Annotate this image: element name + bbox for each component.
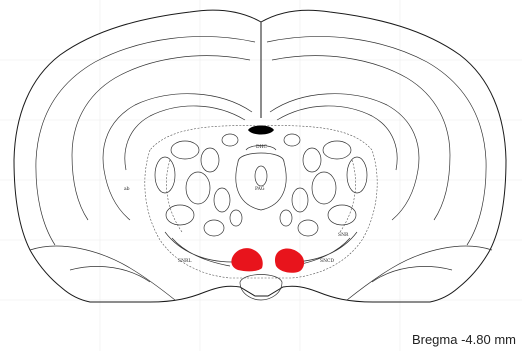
right-hippocampus-arc-2	[277, 106, 397, 170]
left-peduncle	[165, 232, 232, 266]
left-thalamic-nuclei	[155, 134, 242, 236]
highlight-left-region	[231, 248, 262, 271]
left-hippocampus-arc-2	[125, 106, 245, 170]
bregma-label: Bregma -4.80 mm	[412, 332, 516, 347]
aqueduct	[255, 166, 267, 186]
label-sncd: SNCD	[320, 258, 334, 264]
right-cortex-layer-2	[272, 56, 450, 220]
label-snrl: SNRL	[178, 258, 191, 264]
label-snr-right: SNR	[338, 232, 349, 238]
right-thalamic-nuclei	[280, 134, 367, 236]
right-temporal-outline	[347, 246, 492, 300]
left-temporal-inner	[70, 266, 150, 282]
label-ab: ab	[124, 186, 130, 192]
pag-outline	[236, 153, 286, 210]
right-temporal-inner	[372, 266, 452, 282]
midbrain-boundary-inner	[166, 160, 355, 232]
label-dhc: DHC	[256, 144, 268, 150]
left-temporal-outline	[30, 246, 175, 300]
ventricle-black	[248, 126, 274, 135]
label-pag: PAG	[255, 186, 265, 192]
left-cortex-layer-2	[72, 56, 250, 220]
